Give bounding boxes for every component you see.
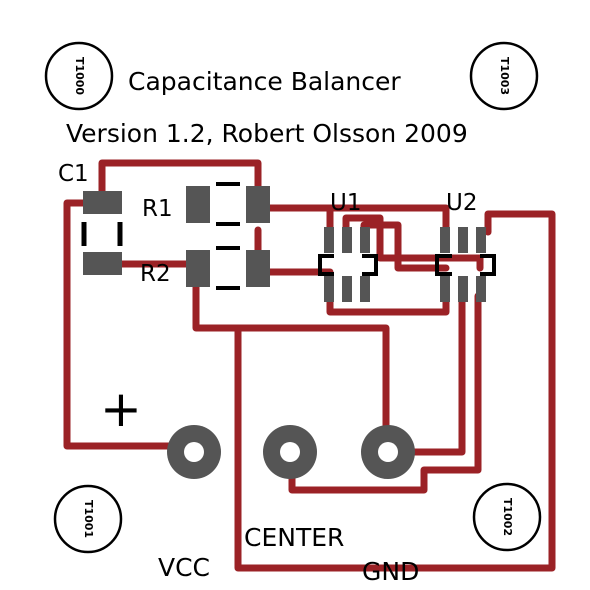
label-c1: C1 <box>58 161 89 187</box>
board-title: Capacitance Balancer <box>128 67 401 96</box>
ic-u2 <box>435 227 496 302</box>
label-center: CENTER <box>244 523 344 552</box>
mounting-hole-top-right: T1003 <box>469 41 539 111</box>
r1-pad-left <box>186 186 210 223</box>
mounting-hole-label-t1003: T1003 <box>498 57 511 95</box>
r2-pad-left <box>186 250 210 287</box>
label-vcc: VCC <box>158 553 210 582</box>
trace-vcc-loop <box>63 199 196 450</box>
board-version: Version 1.2, Robert Olsson 2009 <box>66 119 468 148</box>
label-r2: R2 <box>140 261 171 287</box>
mounting-hole-bottom-left: T1001 <box>53 484 123 554</box>
mounting-hole-label-t1001: T1001 <box>82 500 95 538</box>
trace-c1-to-r1 <box>98 159 262 207</box>
label-gnd: GND <box>362 557 419 586</box>
terminal-pads <box>167 425 415 479</box>
trace-r2-to-center <box>192 268 390 450</box>
ic-u1 <box>318 227 378 302</box>
r1-pad-right <box>246 186 270 223</box>
mounting-hole-label-t1000: T1000 <box>73 57 86 95</box>
vcc-pad <box>167 425 221 479</box>
trace-u1-bottom-loop <box>326 292 450 316</box>
traces <box>63 159 556 572</box>
mounting-hole-bottom-right: T1002 <box>472 482 542 552</box>
label-u1: U1 <box>330 190 361 216</box>
mounting-hole-top-left: T1000 <box>44 41 114 111</box>
resistor-r1 <box>186 182 270 226</box>
c1-pad-bottom <box>83 252 122 275</box>
trace-u2-to-gnd <box>400 292 466 456</box>
trace-center-down <box>234 210 556 572</box>
trace-u2-to-center <box>288 292 482 494</box>
capacitor-c1 <box>81 191 123 275</box>
resistor-r2 <box>186 246 270 290</box>
mounting-hole-label-t1002: T1002 <box>501 498 514 536</box>
label-u2: U2 <box>446 190 477 216</box>
c1-pad-top <box>83 191 122 214</box>
label-r1: R1 <box>142 196 173 222</box>
r2-pad-right <box>246 250 270 287</box>
trace-u1-internal <box>342 214 484 272</box>
gnd-pad <box>361 425 415 479</box>
center-pad <box>263 425 317 479</box>
label-plus: + <box>100 380 142 438</box>
